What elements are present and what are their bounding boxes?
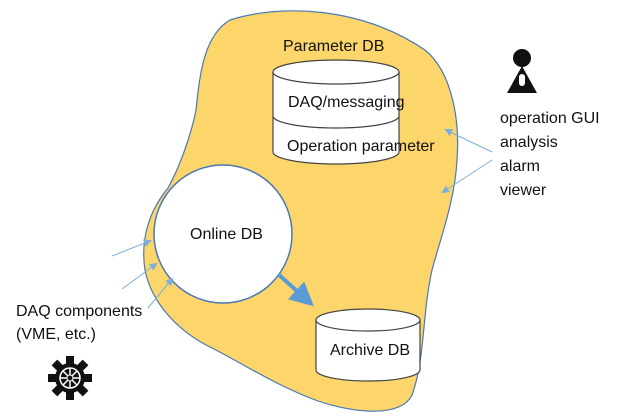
user-item-analysis: analysis (500, 134, 558, 151)
parameter-db-title: Parameter DB (283, 38, 384, 55)
daq-components-label: DAQ components (16, 303, 142, 320)
parameter-db-section-daq-messaging: DAQ/messaging (288, 94, 405, 111)
archive-db-cylinder (315, 308, 421, 382)
gear-icon (48, 356, 92, 400)
daq-components-sublabel: (VME, etc.) (16, 326, 96, 343)
user-item-viewer: viewer (500, 182, 547, 199)
online-to-archive-arrow (276, 272, 314, 307)
user-item-alarm: alarm (500, 158, 540, 175)
daq-arrow-3 (147, 277, 174, 309)
parameter-db-cylinder (272, 59, 400, 165)
online-db-label: Online DB (190, 226, 263, 243)
online-db-circle (153, 164, 293, 304)
archive-db-label: Archive DB (330, 342, 410, 359)
user-arrow-2 (441, 159, 493, 194)
user-item-operation-gui: operation GUI (500, 110, 600, 127)
daq-arrow-1 (111, 239, 152, 257)
user-arrow-1 (444, 128, 493, 153)
daq-arrow-2 (121, 262, 158, 290)
person-icon (507, 49, 537, 93)
parameter-db-section-operation-parameter: Operation parameter (287, 138, 435, 155)
